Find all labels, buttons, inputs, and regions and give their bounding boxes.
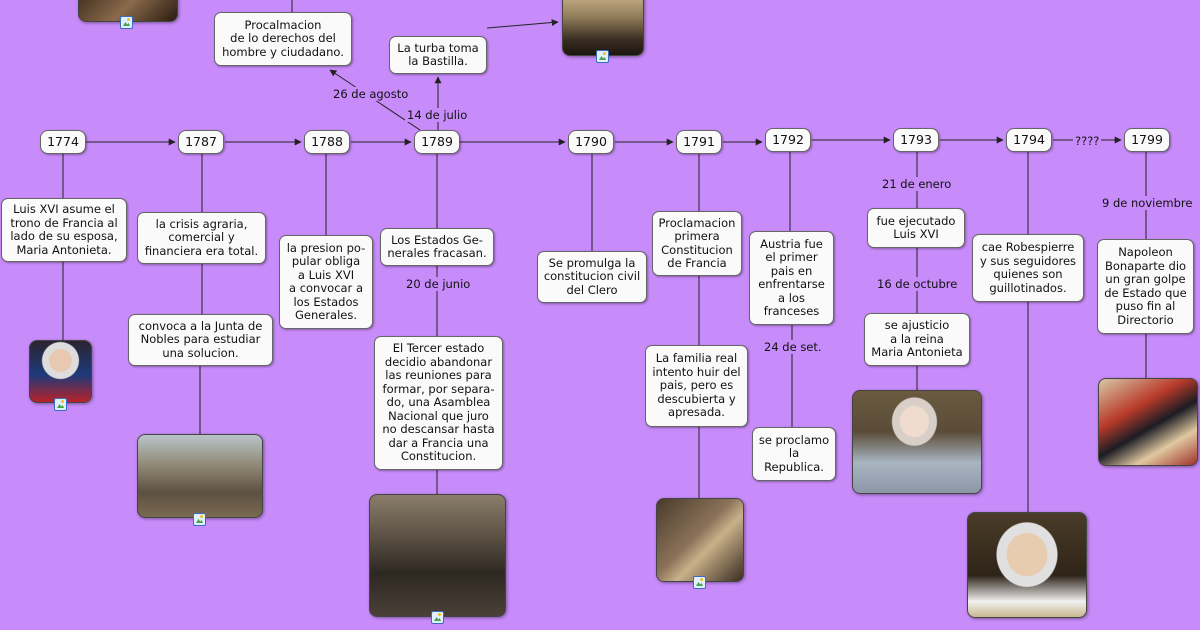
image-icon[interactable] [120,16,133,29]
event-1793-ejecutado[interactable]: fue ejecutado Luis XVI [867,208,965,248]
arrow-bastille-image [486,19,559,29]
asamblea-nacional-image[interactable] [369,494,506,617]
event-1787-crisis[interactable]: la crisis agraria, comercial y financier… [137,212,266,264]
year-node-1792[interactable]: 1792 [765,128,811,152]
year-node-1787[interactable]: 1787 [178,130,224,154]
label-16-octubre: 16 de octubre [875,277,960,291]
event-1774-luis-xvi[interactable]: Luis XVI asume el trono de Francia al la… [1,198,127,262]
image-icon[interactable] [431,611,444,624]
label-21-enero: 21 de enero [880,177,954,191]
event-1790-clero[interactable]: Se promulga la constitucion civil del Cl… [537,251,647,303]
label-24-set: 24 de set. [762,340,824,354]
label-14-julio: 14 de julio [405,108,470,122]
label-unknown: ???? [1073,134,1102,148]
luis-xvi-portrait-image[interactable] [29,340,92,403]
event-1791-constitucion[interactable]: Proclamacion primera Constitucion de Fra… [652,211,742,276]
event-1787-junta[interactable]: convoca a la Junta de Nobles para estudi… [128,314,273,366]
event-1788-presion[interactable]: la presion po- pular obliga a Luis XVI a… [279,235,373,329]
image-icon[interactable] [193,513,206,526]
event-1794-robespierre[interactable]: cae Robespierre y sus seguidores quienes… [972,234,1084,302]
event-1791-familia-real[interactable]: La familia real intento huir del pais, p… [645,345,748,427]
image-icon[interactable] [693,576,706,589]
image-icon[interactable] [54,398,67,411]
event-1792-austria[interactable]: Austria fue el primer pais en enfrentars… [749,231,834,325]
robespierre-portrait-image[interactable] [967,512,1087,618]
year-node-1794[interactable]: 1794 [1006,128,1052,152]
event-1789-bastilla[interactable]: La turba toma la Bastilla. [389,36,487,74]
royal-family-image[interactable] [656,498,744,582]
maria-antonieta-portrait-image[interactable] [852,390,982,494]
label-9-noviembre: 9 de noviembre [1100,196,1195,210]
image-icon[interactable] [596,50,609,63]
napoleon-portrait-image[interactable] [1098,378,1198,466]
event-1793-maria-antonieta[interactable]: se ajusticio a la reina Maria Antonieta [864,313,970,366]
year-node-1799[interactable]: 1799 [1124,128,1170,152]
junta-nobles-image[interactable] [137,434,263,518]
label-20-junio: 20 de junio [404,277,473,291]
year-node-1793[interactable]: 1793 [893,128,939,152]
event-1789-fracasan[interactable]: Los Estados Ge- nerales fracasan. [380,228,494,266]
year-node-1789[interactable]: 1789 [414,130,460,154]
event-1792-republica[interactable]: se proclamo la Republica. [752,427,836,481]
year-node-1774[interactable]: 1774 [40,130,86,154]
year-node-1790[interactable]: 1790 [568,130,614,154]
event-1789-derechos[interactable]: Procalmacion de lo derechos del hombre y… [214,12,352,66]
label-26-agosto: 26 de agosto [331,87,411,101]
year-node-1788[interactable]: 1788 [304,130,350,154]
event-1789-tercer-estado[interactable]: El Tercer estado decidio abandonar las r… [374,336,503,470]
bastille-storming-image[interactable] [562,0,644,56]
event-1799-napoleon[interactable]: Napoleon Bonaparte dio un gran golpe de … [1097,239,1194,334]
year-node-1791[interactable]: 1791 [676,130,722,154]
